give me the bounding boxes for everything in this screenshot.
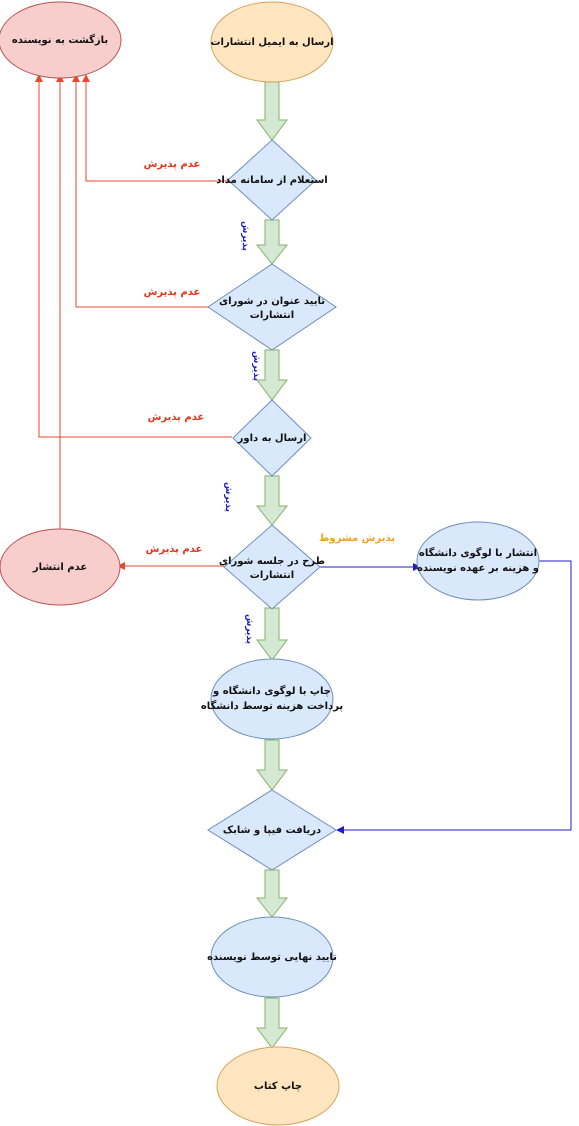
- reject-line-inquiry: [82, 74, 232, 182]
- node-no-publish: عدم انتشار: [0, 528, 121, 606]
- title-approval-label-2: انتشارات: [250, 310, 294, 321]
- council-review-label-2: انتشارات: [250, 570, 294, 581]
- fipa-isbn-label: دریافت فیپا و شابک: [223, 825, 321, 836]
- flow-arrow-4: [255, 475, 289, 526]
- reject-label-inquiry: عدم پذیرش: [144, 159, 201, 170]
- flow-arrows: [255, 81, 289, 1049]
- flow-arrow-1: [256, 81, 288, 141]
- flow-arrow-3: [256, 349, 288, 401]
- accept-labels: پذیرش پذیرش پذیرش پذیرش: [223, 221, 261, 644]
- publish-author-cost-label-1: انتشار با لوگوی دانشگاه: [419, 546, 537, 559]
- return-author-label: بازگشت به نویسنده: [12, 33, 108, 46]
- node-print-university: چاپ با لوگوی دانشگاه و پرداخت هزینه توسط…: [201, 658, 344, 740]
- publish-author-cost-label-2: و هزینه بر عهده نویسنده: [417, 563, 539, 574]
- node-inquiry: استعلام از سامانه مداد: [216, 139, 328, 221]
- reject-label-referee: عدم پذیرش: [148, 412, 205, 423]
- node-print-book: چاپ کتاب: [216, 1046, 340, 1126]
- conditional-label: پذیرش مشروط: [319, 533, 395, 544]
- title-approval-label-1: تایید عنوان در شورای: [219, 296, 325, 307]
- node-council-review: طرح در جلسه شورای انتشارات: [219, 524, 325, 610]
- node-publish-author-cost: انتشار با لوگوی دانشگاه و هزینه بر عهده …: [416, 521, 540, 601]
- flow-arrow-2: [255, 219, 289, 265]
- send-email-label: ارسال به ایمیل انتشارات: [210, 37, 333, 48]
- flow-arrow-5: [256, 607, 288, 661]
- reject-line-referee: [35, 74, 232, 438]
- print-university-label-2: پرداخت هزینه توسط دانشگاه: [201, 699, 344, 712]
- accept-label-1: پذیرش: [240, 221, 250, 251]
- no-publish-label: عدم انتشار: [32, 562, 87, 573]
- inquiry-label: استعلام از سامانه مداد: [216, 175, 327, 186]
- node-final-approval: تایید نهایی توسط نویسنده: [207, 916, 337, 998]
- accept-label-4: پذیرش: [244, 614, 254, 644]
- node-title-approval: تایید عنوان در شورای انتشارات: [207, 263, 337, 351]
- node-fipa-isbn: دریافت فیپا و شابک: [207, 789, 337, 871]
- flow-arrow-7: [255, 869, 289, 918]
- reject-label-title: عدم پذیرش: [144, 287, 201, 298]
- council-review-label-1: طرح در جلسه شورای: [219, 556, 325, 567]
- node-send-email: ارسال به ایمیل انتشارات: [210, 1, 334, 83]
- conditional-lines: [320, 560, 572, 834]
- reject-line-title: [72, 74, 208, 308]
- send-referee-label: ارسال به داور: [237, 433, 307, 444]
- final-approval-label: تایید نهایی توسط نویسنده: [207, 952, 337, 963]
- print-university-label-1: چاپ با لوگوی دانشگاه و: [212, 684, 331, 697]
- reject-labels: عدم پذیرش عدم پذیرش عدم پذیرش عدم پذیرش: [144, 159, 205, 555]
- node-return-author: بازگشت به نویسنده: [0, 1, 122, 79]
- accept-label-3: پذیرش: [223, 482, 233, 512]
- flow-arrow-8: [256, 997, 288, 1049]
- conditional-line-to-fipa: [336, 560, 572, 834]
- reject-label-council: عدم پذیرش: [146, 544, 203, 555]
- node-send-referee: ارسال به داور: [232, 399, 312, 477]
- print-book-label: چاپ کتاب: [254, 1081, 302, 1092]
- accept-label-2: پذیرش: [251, 351, 261, 381]
- reject-lines: [35, 74, 232, 570]
- flow-arrow-6: [256, 739, 288, 791]
